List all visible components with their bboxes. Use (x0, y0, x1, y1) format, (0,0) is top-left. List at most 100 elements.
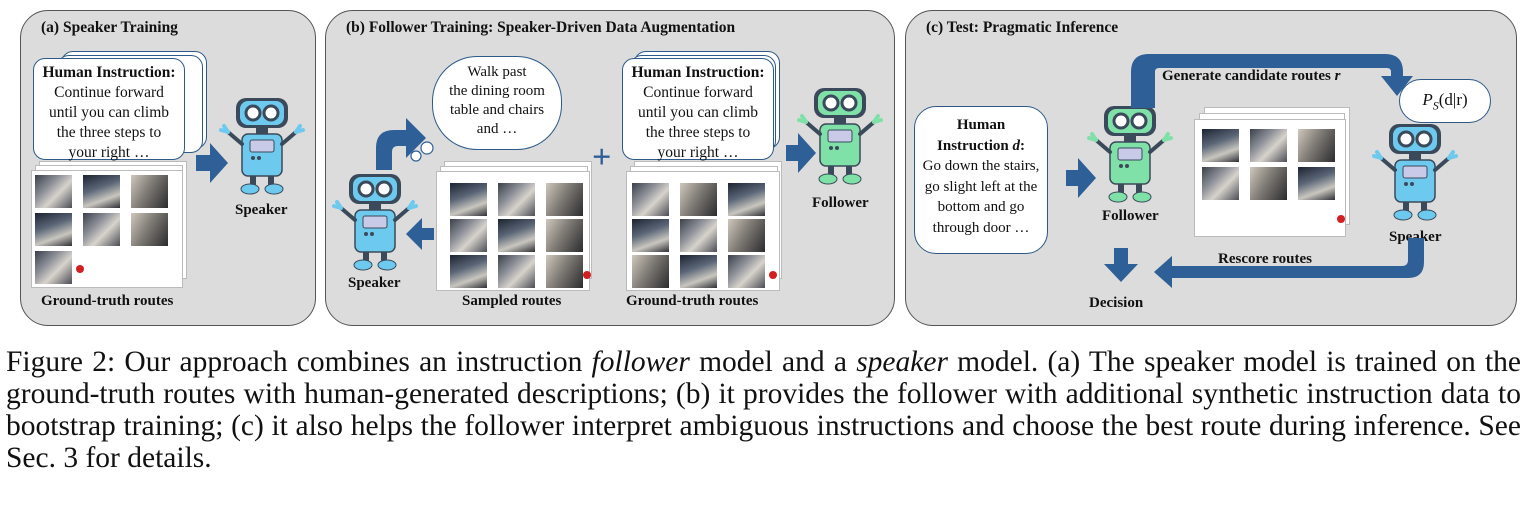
decision-label: Decision (1089, 295, 1144, 311)
candidate-routes-images (1194, 107, 1354, 237)
diagram-graphics (196, 54, 1458, 288)
route-photo (35, 175, 72, 208)
instruction-line: Go down the stairs, (922, 158, 1040, 174)
instruction-head: Human (956, 117, 1006, 133)
speaker-score-bubble: PS(d|r) (1399, 79, 1491, 123)
generate-routes-arrow (1131, 54, 1413, 108)
instruction-line: until you can climb (637, 104, 759, 121)
route-photo (632, 219, 669, 252)
route-photo (680, 183, 717, 216)
panel-follower-training: (b) Follower Training: Speaker-Driven Da… (325, 10, 895, 326)
route-photo (131, 175, 168, 208)
thought-line: Walk past (467, 64, 527, 80)
thought-line: and … (476, 121, 518, 137)
ground-truth-routes-label: Ground-truth routes (626, 293, 759, 309)
follower-label: Follower (812, 195, 869, 211)
thought-line: table and chairs (449, 102, 545, 118)
down-arrow-icon (1104, 248, 1138, 282)
route-photo (1298, 129, 1335, 162)
stop-marker-icon (1337, 215, 1345, 223)
sampled-routes-label: Sampled routes (462, 293, 562, 309)
ground-truth-routes-images (31, 161, 189, 289)
thought-dot (410, 150, 422, 162)
plus-sign: + (592, 139, 612, 176)
speaker-robot-icon (332, 172, 418, 272)
instruction-head-text: Instruction (937, 137, 1009, 154)
thought-line: the dining room (449, 83, 545, 99)
route-photo (1202, 129, 1239, 162)
panel-speaker-training: (a) Speaker Training Human Instruction: … (20, 10, 316, 326)
speaker-label: Speaker (348, 275, 401, 291)
follower-label: Follower (1102, 208, 1159, 224)
stop-marker-icon (769, 271, 777, 279)
right-arrow-icon (1066, 158, 1096, 198)
route-photo (450, 183, 487, 216)
route-photo (498, 183, 535, 216)
route-photo (1298, 167, 1335, 200)
caption-middle: model and a (689, 346, 857, 378)
stop-marker-icon (583, 271, 591, 279)
route-photo (632, 255, 669, 288)
instruction-line: Continue forward (643, 84, 753, 101)
ground-truth-routes-images (626, 161, 784, 291)
route-photo (83, 175, 120, 208)
follower-robot-icon (1087, 104, 1173, 204)
route-photo (498, 255, 535, 288)
route-photo (728, 219, 765, 252)
route-photo (450, 255, 487, 288)
instruction-line: the three steps to (645, 124, 751, 141)
score-subscript: S (1432, 98, 1439, 113)
route-photo (728, 255, 765, 288)
rescore-arrow (1154, 238, 1424, 288)
human-instruction-card: Human Instruction: Continue forward unti… (622, 58, 774, 161)
route-photo (498, 219, 535, 252)
instruction-head: Human Instruction: (631, 64, 765, 81)
rescore-routes-label: Rescore routes (1218, 251, 1312, 267)
instruction-line: the three steps to (56, 124, 162, 141)
sampled-routes-images (436, 161, 594, 291)
stop-marker-icon (76, 265, 84, 273)
instruction-line: through door … (932, 219, 1030, 236)
panel-a-title: (a) Speaker Training (41, 19, 178, 36)
ground-truth-routes-label: Ground-truth routes (41, 293, 174, 309)
instruction-line: bottom and go (937, 199, 1025, 215)
caption-follower-emphasis: follower (591, 346, 690, 378)
instruction-variable: d (1012, 137, 1020, 154)
route-photo (450, 219, 487, 252)
curved-up-arrow-icon (376, 118, 426, 170)
human-instruction-card: Human Instruction: Continue forward unti… (33, 58, 185, 161)
route-photo (680, 255, 717, 288)
score-symbol: P (1422, 90, 1433, 109)
route-photo (728, 183, 765, 216)
human-instruction-card: Human Instruction d: Go down the stairs,… (914, 106, 1048, 254)
route-photo (680, 219, 717, 252)
speaker-robot-icon (1372, 122, 1458, 222)
instruction-line: go slight left at the (924, 178, 1038, 195)
generate-candidate-routes-label: Generate candidate routes r (1162, 68, 1340, 85)
speaker-label: Speaker (235, 202, 288, 218)
thought-bubble-synthetic-instruction: Walk past the dining room table and chai… (432, 56, 562, 150)
route-photo (131, 213, 168, 246)
caption-prefix: Figure 2: Our approach combines an instr… (6, 346, 592, 378)
route-photo (1250, 129, 1287, 162)
route-photo (546, 219, 583, 252)
follower-robot-icon (797, 86, 883, 186)
instruction-line: your right … (657, 144, 739, 161)
caption-suffix: model. (a) The speaker model is trained … (6, 346, 1521, 474)
route-photo (35, 213, 72, 246)
route-photo (632, 183, 669, 216)
panel-b-title: (b) Follower Training: Speaker-Driven Da… (346, 19, 736, 36)
thought-dot (420, 141, 434, 155)
route-photo (83, 213, 120, 246)
route-variable: r (1334, 68, 1341, 84)
panel-c-title: (c) Test: Pragmatic Inference (926, 19, 1119, 36)
left-arrow-icon (406, 218, 434, 250)
route-photo (35, 251, 72, 284)
route-photo (1250, 167, 1287, 200)
instruction-head: Human Instruction: (42, 64, 176, 81)
score-args: (d|r) (1438, 90, 1468, 109)
instruction-line: Continue forward (54, 84, 164, 101)
figure-caption: Figure 2: Our approach combines an instr… (6, 346, 1521, 474)
instruction-line: until you can climb (48, 104, 170, 121)
instruction-line: your right … (68, 144, 150, 161)
